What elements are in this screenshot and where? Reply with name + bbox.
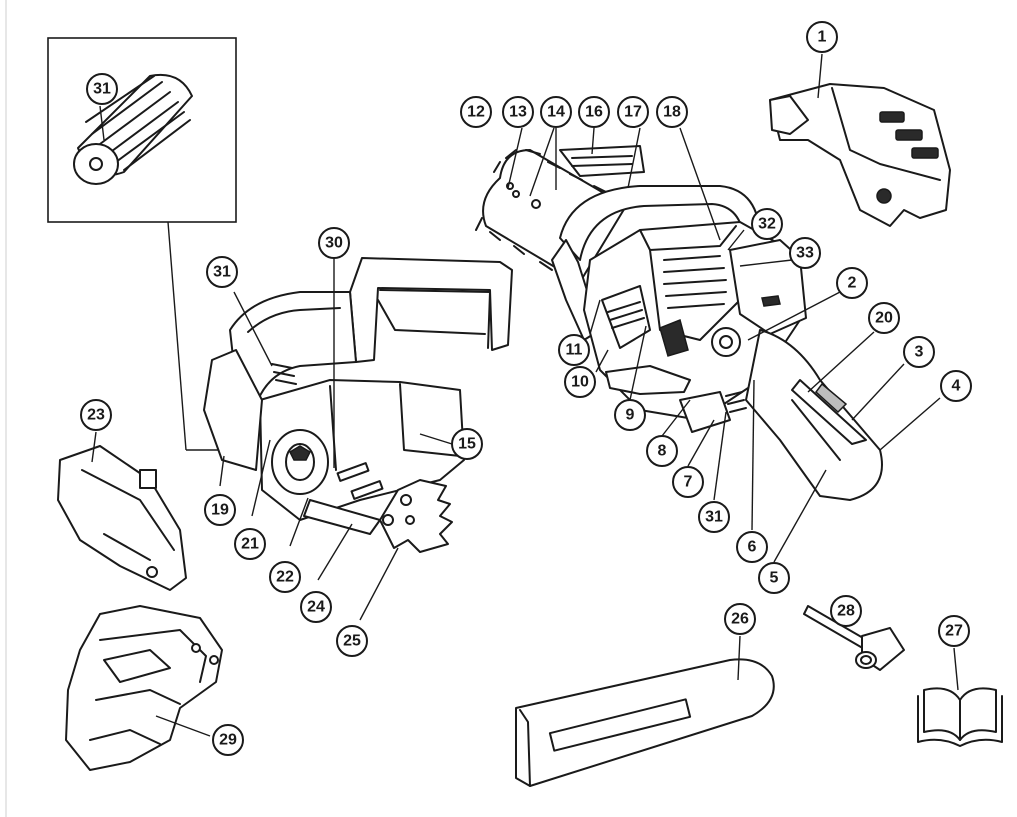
callout-13: 13 xyxy=(502,96,534,128)
svg-text:32: 32 xyxy=(758,216,776,233)
callout-21: 21 xyxy=(234,528,266,560)
svg-text:25: 25 xyxy=(343,633,361,650)
callout-2: 2 xyxy=(836,267,868,299)
svg-text:23: 23 xyxy=(87,407,105,424)
callout-11: 11 xyxy=(558,334,590,366)
chainsaw-main-view xyxy=(475,145,883,501)
sprocket-cover-part xyxy=(65,605,223,771)
svg-text:17: 17 xyxy=(624,104,642,121)
callout-25: 25 xyxy=(336,625,368,657)
callout-22: 22 xyxy=(269,561,301,593)
svg-text:15: 15 xyxy=(458,436,476,453)
callout-19: 19 xyxy=(204,494,236,526)
callout-30: 30 xyxy=(318,227,350,259)
callout-15: 15 xyxy=(451,428,483,460)
svg-text:11: 11 xyxy=(566,342,583,359)
leader-lines xyxy=(91,53,959,737)
svg-text:31: 31 xyxy=(93,81,111,98)
callout-8: 8 xyxy=(646,435,678,467)
callout-27: 27 xyxy=(938,615,970,647)
svg-text:2: 2 xyxy=(848,275,857,292)
svg-text:28: 28 xyxy=(837,603,855,620)
side-cover-part xyxy=(57,445,187,591)
callout-28: 28 xyxy=(830,595,862,627)
callout-1: 1 xyxy=(806,21,838,53)
svg-text:24: 24 xyxy=(307,599,325,616)
callout-18: 18 xyxy=(656,96,688,128)
combination-wrench-part xyxy=(803,605,905,671)
callout-29: 29 xyxy=(212,724,244,756)
svg-text:20: 20 xyxy=(875,310,893,327)
callout-10: 10 xyxy=(564,366,596,398)
inset-box xyxy=(47,37,252,451)
svg-text:7: 7 xyxy=(684,474,693,491)
callout-16: 16 xyxy=(578,96,610,128)
callout-26: 26 xyxy=(724,603,756,635)
callout-31-right: 31 xyxy=(698,501,730,533)
svg-text:27: 27 xyxy=(945,623,963,640)
svg-text:33: 33 xyxy=(796,245,814,262)
callout-33: 33 xyxy=(789,237,821,269)
anti-vibration-spring-illustration xyxy=(73,74,193,185)
svg-text:12: 12 xyxy=(467,104,485,121)
chainsaw-left-view xyxy=(203,257,513,553)
svg-text:9: 9 xyxy=(626,407,635,424)
svg-text:5: 5 xyxy=(770,570,779,587)
callout-32: 32 xyxy=(751,208,783,240)
svg-text:10: 10 xyxy=(571,374,589,391)
callout-31-left: 31 xyxy=(206,256,238,288)
chain-cover-part xyxy=(769,83,951,227)
svg-text:31: 31 xyxy=(705,509,723,526)
callout-5: 5 xyxy=(758,562,790,594)
svg-text:4: 4 xyxy=(952,378,961,395)
bar-cover-part xyxy=(515,658,775,787)
svg-text:19: 19 xyxy=(211,502,229,519)
svg-text:13: 13 xyxy=(509,104,527,121)
callout-17: 17 xyxy=(617,96,649,128)
svg-text:14: 14 xyxy=(547,104,565,121)
callout-23: 23 xyxy=(80,399,112,431)
svg-text:6: 6 xyxy=(748,539,757,556)
callout-4: 4 xyxy=(940,370,972,402)
callout-31-inset: 31 xyxy=(86,73,118,105)
callout-24: 24 xyxy=(300,591,332,623)
svg-text:16: 16 xyxy=(585,104,603,121)
svg-text:22: 22 xyxy=(276,569,294,586)
svg-text:8: 8 xyxy=(658,443,667,460)
svg-text:18: 18 xyxy=(663,104,681,121)
svg-text:1: 1 xyxy=(818,29,827,46)
callouts: 1 2 3 4 5 6 7 8 9 10 11 12 13 14 15 16 1… xyxy=(80,21,972,756)
svg-text:3: 3 xyxy=(915,344,924,361)
svg-text:26: 26 xyxy=(731,611,749,628)
operator-manual-part xyxy=(917,687,1003,747)
callout-12: 12 xyxy=(460,96,492,128)
svg-text:21: 21 xyxy=(241,536,259,553)
svg-text:31: 31 xyxy=(213,264,231,281)
svg-text:30: 30 xyxy=(325,235,343,252)
svg-text:29: 29 xyxy=(219,732,237,749)
callout-20: 20 xyxy=(868,302,900,334)
callout-3: 3 xyxy=(903,336,935,368)
callout-9: 9 xyxy=(614,399,646,431)
callout-7: 7 xyxy=(672,466,704,498)
callout-14: 14 xyxy=(540,96,572,128)
callout-6: 6 xyxy=(736,531,768,563)
